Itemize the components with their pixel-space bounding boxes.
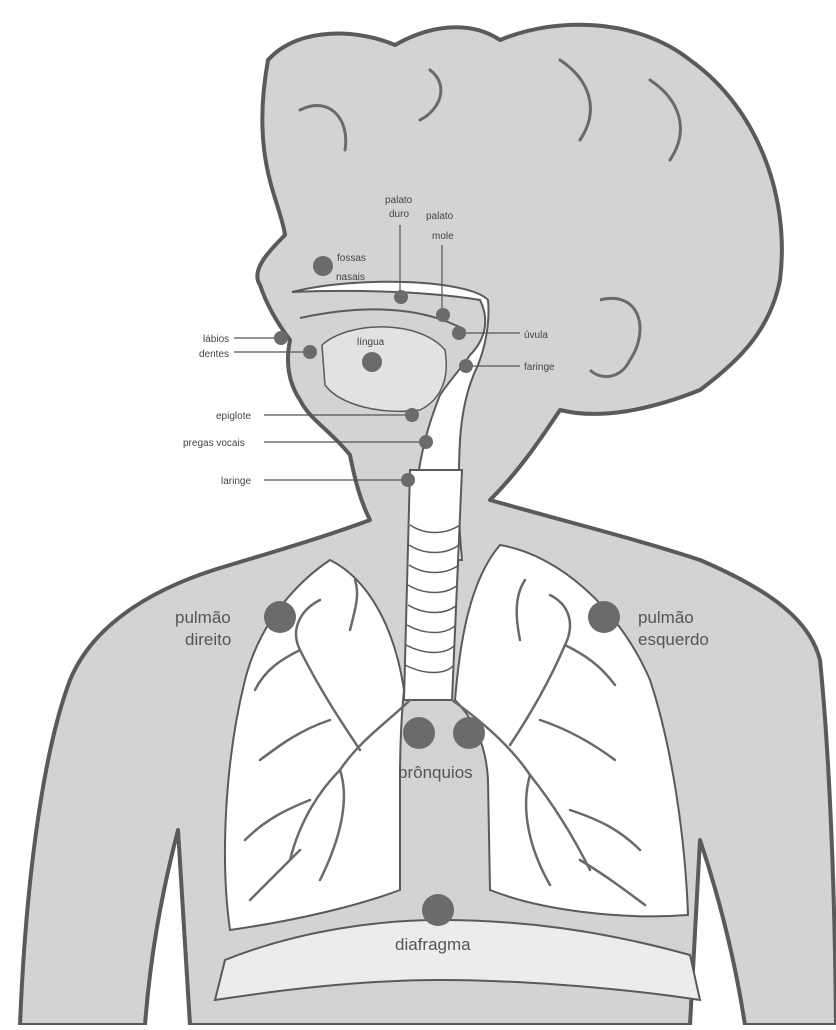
labios-text: lábios [203,334,229,345]
bronquios-text: brônquios [398,763,473,782]
marker-uvula [452,326,466,340]
fossas-nasais-line1: fossas [337,253,366,264]
lingua-text: língua [357,337,385,348]
palato-duro-line2: duro [389,209,409,220]
diafragma-text: diafragma [395,935,471,954]
palato-mole-line1: palato [426,211,454,222]
marker-diafragma [422,894,454,926]
marker-laringe [401,473,415,487]
marker-palato-duro [394,290,408,304]
palato-mole-line2: mole [432,231,454,242]
pulmao-direito-line2: direito [185,630,231,649]
pulmao-direito-line1: pulmão [175,608,231,627]
fossas-nasais-line2: nasais [336,272,365,283]
marker-pulmao-esquerdo [588,601,620,633]
uvula-text: úvula [524,330,548,341]
faringe-text: faringe [524,362,555,373]
marker-lingua [362,352,382,372]
marker-labios [274,331,288,345]
marker-pregas-vocais [419,435,433,449]
pulmao-esquerdo-line1: pulmão [638,608,694,627]
palato-duro-line1: palato [385,195,413,206]
marker-bronquio-right [403,717,435,749]
pregas-vocais-text: pregas vocais [183,438,245,449]
marker-bronquio-left [453,717,485,749]
marker-faringe [459,359,473,373]
laringe-text: laringe [221,476,251,487]
pulmao-esquerdo-line2: esquerdo [638,630,709,649]
marker-dentes [303,345,317,359]
marker-palato-mole [436,308,450,322]
dentes-text: dentes [199,349,229,360]
marker-pulmao-direito [264,601,296,633]
marker-epiglote [405,408,419,422]
epiglote-text: epiglote [216,411,251,422]
marker-fossas-nasais [313,256,333,276]
label-labios: lábios [203,331,288,345]
